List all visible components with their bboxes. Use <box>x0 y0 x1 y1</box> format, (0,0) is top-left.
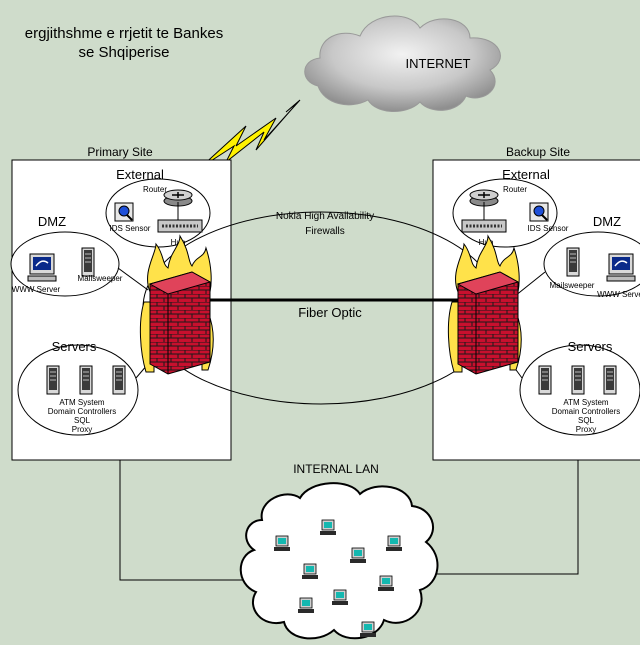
lightning-bolt-icon <box>199 99 301 169</box>
fiber-optic-label: Fiber Optic <box>298 305 362 320</box>
primary-www-label: WWW Server <box>12 285 61 294</box>
lan-pc-icon <box>385 535 403 552</box>
backup-router-label: Router <box>503 185 527 194</box>
backup-server-3-icon <box>603 365 617 395</box>
lan-pc-icon <box>301 563 319 580</box>
title-line-2: se Shqiperise <box>78 44 170 61</box>
backup-www-monitor-icon <box>606 253 636 282</box>
primary-dmz-link <box>117 267 149 291</box>
internet-label: INTERNET <box>406 56 471 71</box>
lan-pc-icon <box>377 575 395 592</box>
backup-servers-zone: Servers ATM System Domain Controllers SQ… <box>519 339 640 436</box>
primary-external-label: External <box>116 167 164 182</box>
primary-server-line-2: Domain Controllers <box>48 407 116 416</box>
primary-server-line-3: SQL <box>74 416 91 425</box>
backup-server-2-icon <box>571 365 585 395</box>
lan-pc-icon <box>359 621 377 638</box>
primary-dmz-label: DMZ <box>38 214 66 229</box>
backup-ids-label: IDS Sensor <box>528 224 569 233</box>
primary-external-zone: External Router IDS Sensor Hub <box>105 167 211 248</box>
primary-mailsweeper-tower-icon <box>81 247 95 277</box>
backup-server-line-4: Proxy <box>576 425 596 434</box>
internet-cloud: INTERNET <box>304 15 501 113</box>
primary-server-3-icon <box>112 365 126 395</box>
lan-pc-icon <box>349 547 367 564</box>
backup-server-1-icon <box>538 365 552 395</box>
lan-pc-icon <box>297 597 315 614</box>
firewalls-label-line-1: Nokia High Availability <box>276 211 374 222</box>
backup-servers-label: Servers <box>568 339 613 354</box>
diagram-title: ergjithshme e rrjetit te Bankes se Shqip… <box>0 24 254 62</box>
primary-dmz-zone: DMZ Mailsweeper WWW Server <box>10 214 123 297</box>
primary-server-1-icon <box>46 365 60 395</box>
lan-pc-icon <box>273 535 291 552</box>
backup-lan-link <box>432 460 579 575</box>
backup-site-label: Backup Site <box>506 145 570 159</box>
backup-mailsweeper-tower-icon <box>566 247 580 277</box>
backup-hub-icon <box>460 218 508 234</box>
lan-pc-icon <box>319 519 337 536</box>
primary-servers-zone: Servers ATM System Domain Controllers SQ… <box>17 339 139 436</box>
primary-servers-label: Servers <box>52 339 97 354</box>
backup-mailsweeper-label: Mailsweeper <box>550 281 595 290</box>
primary-server-2-icon <box>79 365 93 395</box>
primary-www-monitor-icon <box>27 253 57 282</box>
internal-lan-cloud <box>239 482 439 640</box>
primary-lan-link <box>119 460 252 581</box>
backup-server-line-1: ATM System <box>563 398 609 407</box>
backup-dmz-link <box>514 271 546 297</box>
backup-ids-sensor-icon <box>529 202 549 222</box>
backup-dmz-zone: DMZ Mailsweeper WWW Serve <box>543 214 640 299</box>
primary-hub-icon <box>156 218 204 234</box>
backup-server-line-3: SQL <box>578 416 595 425</box>
backup-external-label: External <box>502 167 550 182</box>
internal-lan-label: INTERNAL LAN <box>293 462 379 476</box>
primary-router-label: Router <box>143 185 167 194</box>
primary-site-label: Primary Site <box>87 145 153 159</box>
backup-dmz-label: DMZ <box>593 214 621 229</box>
primary-server-line-4: Proxy <box>72 425 92 434</box>
lan-pc-icon <box>331 589 349 606</box>
primary-mailsweeper-label: Mailsweeper <box>78 274 123 283</box>
backup-server-line-2: Domain Controllers <box>552 407 620 416</box>
title-line-1: ergjithshme e rrjetit te Bankes <box>24 25 224 42</box>
backup-www-label: WWW Serve <box>597 290 640 299</box>
primary-server-line-1: ATM System <box>59 398 105 407</box>
firewalls-label-line-2: Firewalls <box>305 226 344 237</box>
backup-external-zone: External Router IDS Sensor Hub <box>452 167 569 248</box>
primary-ids-label: IDS Sensor <box>110 224 151 233</box>
primary-ids-sensor-icon <box>114 202 134 222</box>
